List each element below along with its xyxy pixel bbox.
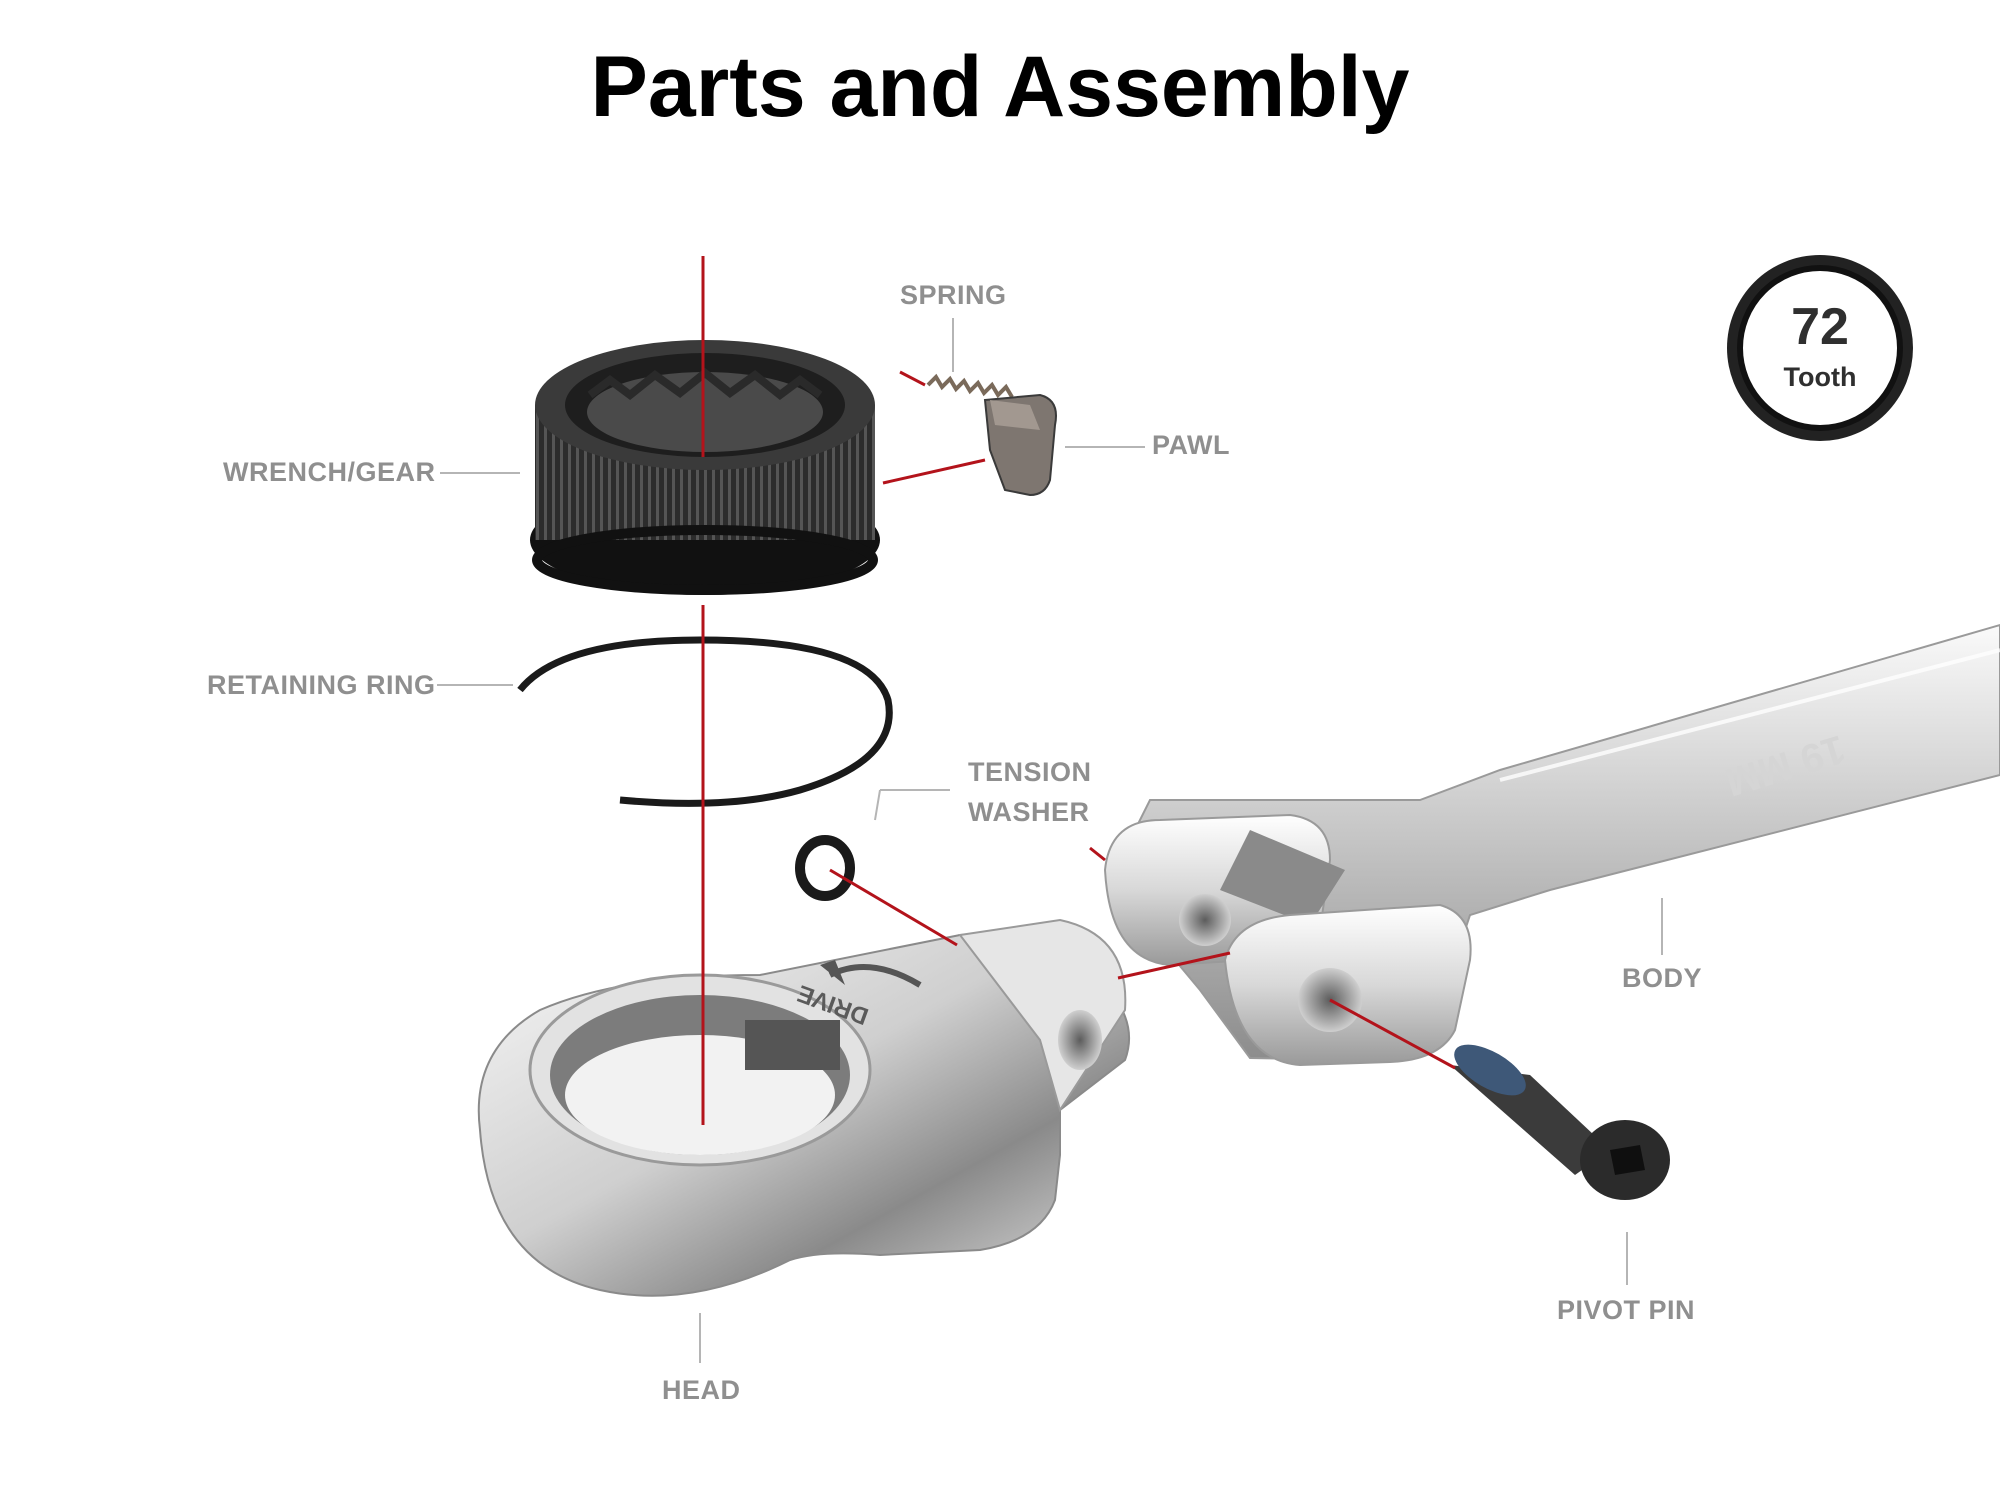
label-tension-washer-line1: TENSION	[968, 757, 1092, 787]
pawl-part	[983, 393, 1057, 497]
spring-guide-line	[899, 370, 926, 387]
label-pivot-pin: PIVOT PIN	[1557, 1295, 1696, 1325]
spring-part	[926, 373, 1014, 399]
label-tension-washer-line2: WASHER	[968, 797, 1090, 827]
label-wrench-gear: WRENCH/GEAR	[223, 457, 436, 487]
retaining-ring-part	[517, 636, 893, 807]
tension-washer-leader-line	[874, 789, 881, 821]
label-head: HEAD	[662, 1375, 741, 1405]
wrench-gear-part	[530, 340, 880, 595]
pawl-guide-line	[882, 458, 986, 485]
page-title: Parts and Assembly	[590, 39, 1410, 135]
body-guide-line	[1089, 846, 1106, 862]
body-part: 19 MM	[1103, 623, 2000, 1067]
label-spring: SPRING	[900, 280, 1007, 310]
tooth-count-number: 72	[1791, 298, 1849, 356]
label-pawl: PAWL	[1152, 430, 1230, 460]
tooth-count-unit: Tooth	[1783, 362, 1857, 392]
pin-guide-line	[1329, 998, 1456, 1070]
washer-guide-line	[829, 868, 958, 947]
body-pivot-hole-upper	[1179, 894, 1231, 946]
head-part: DRIVE	[477, 918, 1131, 1297]
label-body: BODY	[1622, 963, 1703, 993]
tooth-count-badge	[1727, 255, 1913, 441]
pivot-pin-part	[1450, 1044, 1670, 1200]
head-body-guide-line	[1117, 951, 1231, 980]
head-pivot-hole	[1058, 1010, 1102, 1070]
tension-washer-part	[795, 835, 855, 901]
label-retaining-ring: RETAINING RING	[207, 670, 436, 700]
